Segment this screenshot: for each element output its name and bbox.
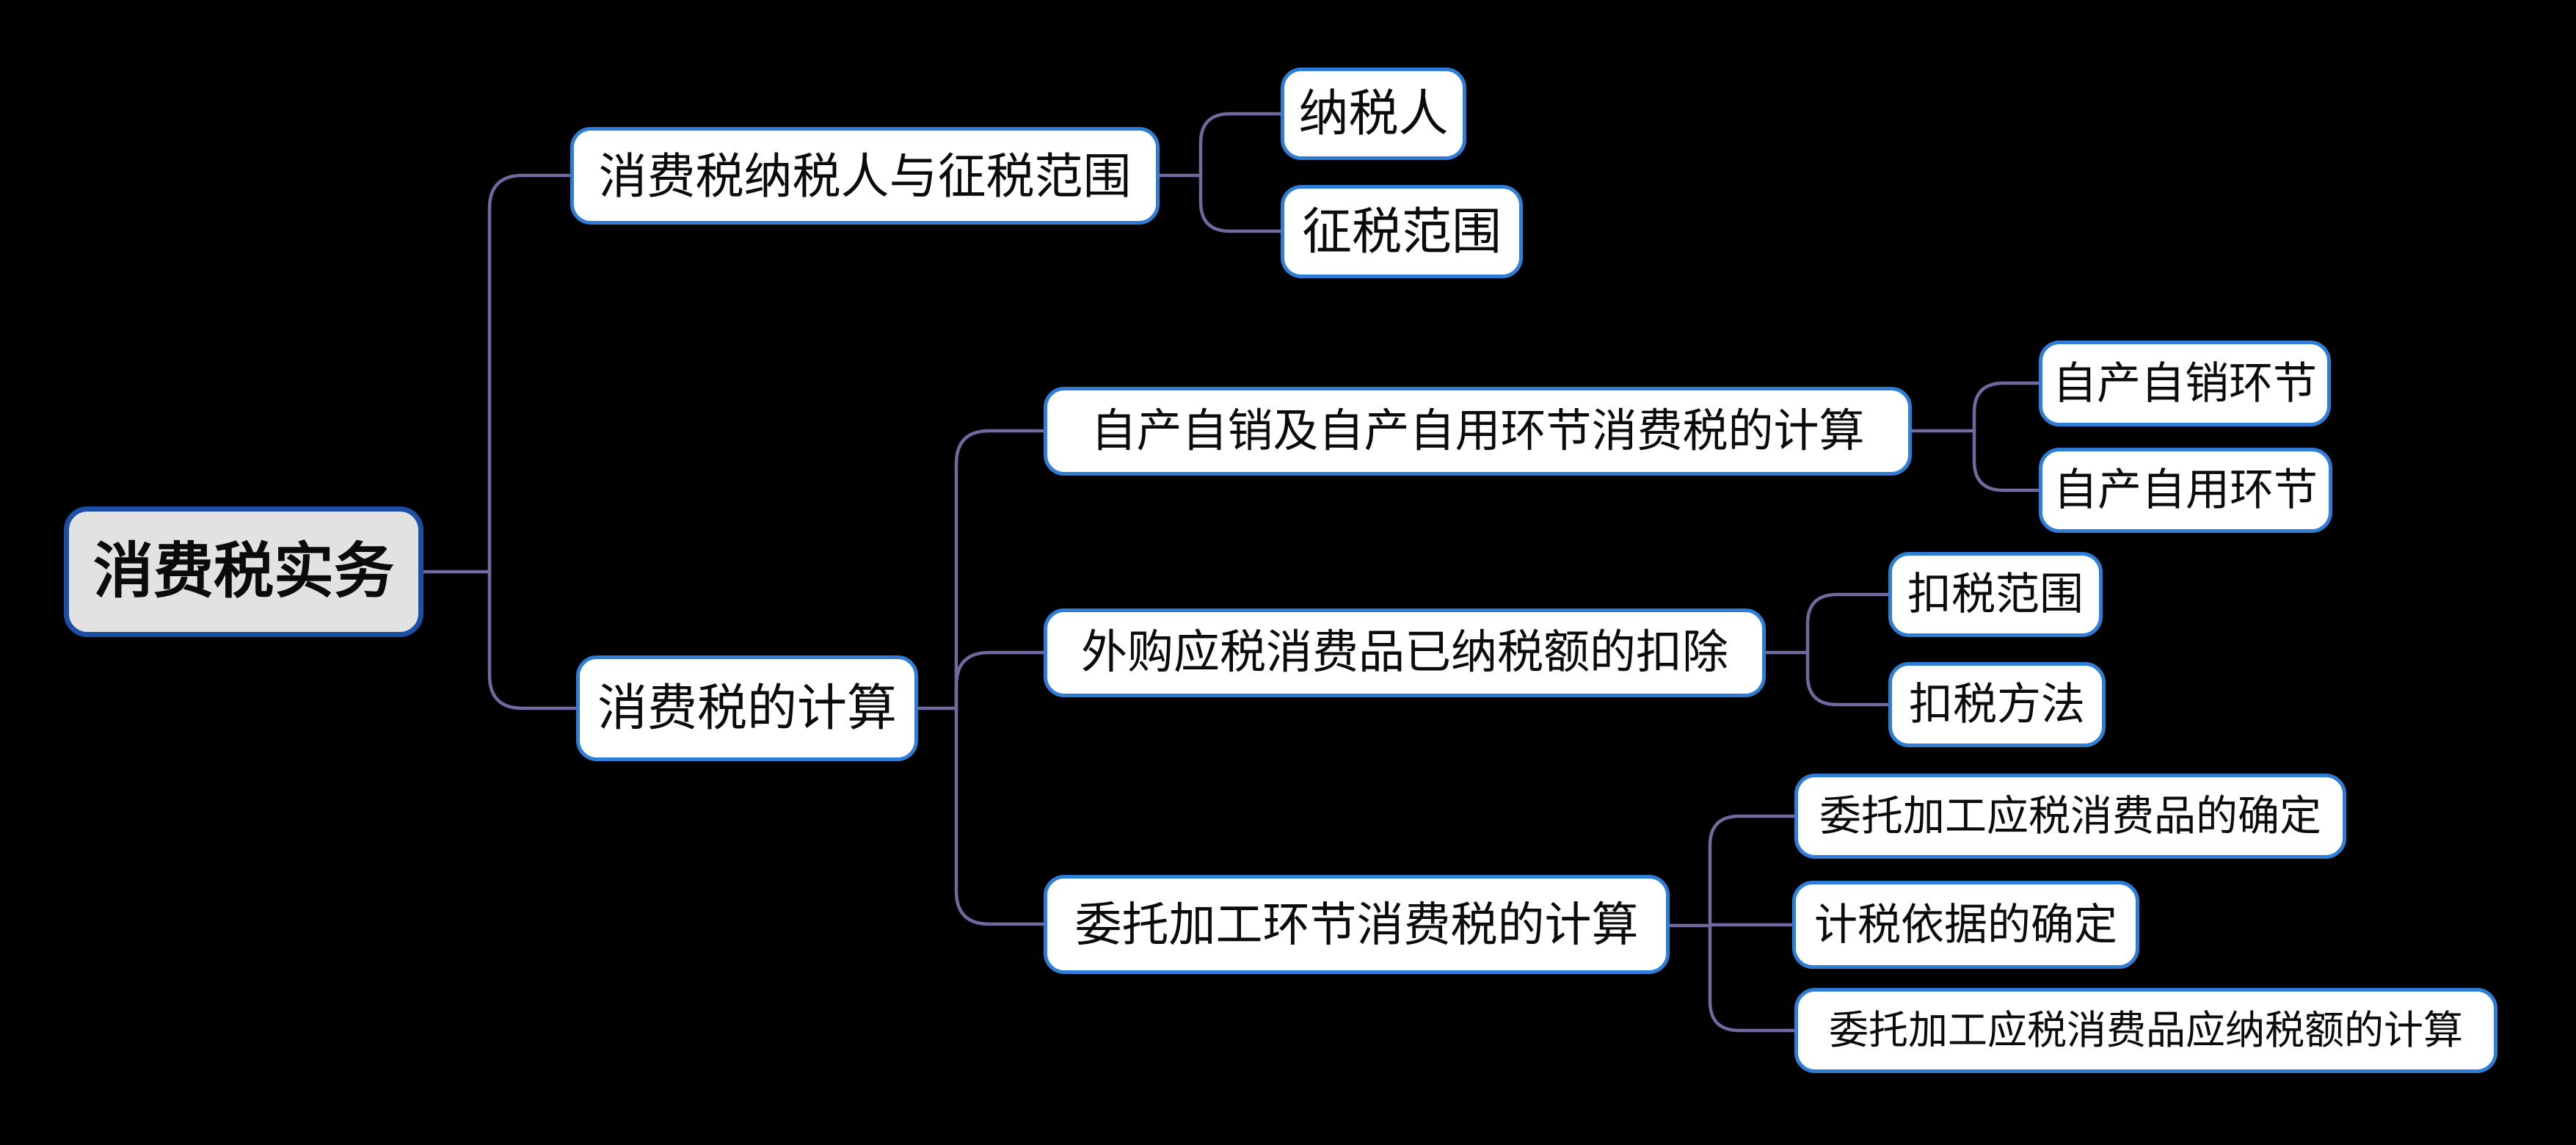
node-self-use-stage[interactable]: 自产自用环节	[2039, 448, 2332, 533]
node-self-sale-stage[interactable]: 自产自销环节	[2039, 341, 2331, 426]
connector-to-goods-determination	[1708, 814, 1797, 928]
connector-root-to-branch1	[487, 173, 572, 574]
node-taxpayer-and-scope[interactable]: 消费税纳税人与征税范围	[570, 127, 1160, 225]
node-purchased-goods-tax-deduction[interactable]: 外购应税消费品已纳税额的扣除	[1044, 608, 1766, 697]
node-commissioned-tax-amount-calculation[interactable]: 委托加工应税消费品应纳税额的计算	[1794, 988, 2497, 1073]
node-self-produced-stage-calculation[interactable]: 自产自销及自产自用环节消费税的计算	[1044, 387, 1912, 476]
connector-branch1-to-taxpayer	[1198, 112, 1283, 178]
connector-branch1-to-tax-scope	[1198, 173, 1283, 233]
connector-branch2-to-self-produced	[954, 429, 1046, 710]
node-deduction-method[interactable]: 扣税方法	[1888, 662, 2106, 747]
connector-to-deduction-scope	[1805, 592, 1891, 655]
node-commissioned-goods-determination[interactable]: 委托加工应税消费品的确定	[1794, 774, 2346, 859]
connector-to-deduction-method	[1805, 650, 1891, 707]
node-tax-calculation[interactable]: 消费税的计算	[576, 655, 918, 761]
node-commissioned-processing-calculation[interactable]: 委托加工环节消费税的计算	[1044, 875, 1670, 974]
node-tax-basis-determination[interactable]: 计税依据的确定	[1792, 881, 2139, 969]
connector-branch2-to-purchased	[954, 650, 1046, 710]
connector-to-self-sale-stage	[1972, 381, 2041, 433]
node-taxpayer[interactable]: 纳税人	[1281, 68, 1466, 160]
connector-to-self-use-stage	[1972, 429, 2041, 492]
node-deduction-scope[interactable]: 扣税范围	[1888, 552, 2103, 637]
connector-branch2-to-commissioned	[954, 706, 1046, 926]
connector-to-tax-amount-calc	[1708, 923, 1797, 1033]
connector-root-to-branch2	[487, 570, 578, 710]
node-tax-scope[interactable]: 征税范围	[1281, 185, 1523, 278]
node-root-consumption-tax-practice[interactable]: 消费税实务	[64, 506, 423, 637]
